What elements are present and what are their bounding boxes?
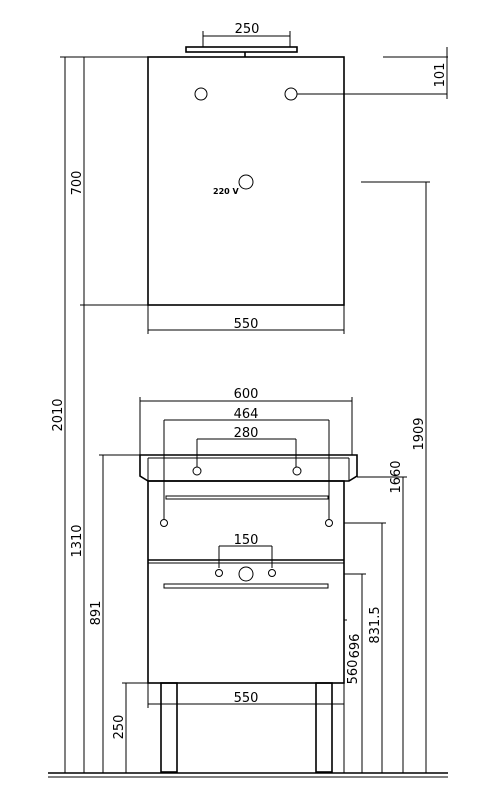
dim-hole-spacing-outer: 464	[163, 407, 330, 519]
dim-mirror-height: 700	[70, 57, 148, 306]
dim-leg-height-label: 250	[112, 715, 127, 740]
dim-mirror-top-hole-height: 1909	[361, 181, 430, 773]
dim-leg-height: 250	[112, 682, 148, 773]
mirror-hole-right	[284, 87, 298, 101]
leg-right	[315, 682, 333, 773]
lower-drawer-drain-hole	[238, 566, 254, 582]
leg-left	[160, 682, 178, 773]
dim-mirror-hole-height-label: 1660	[389, 460, 404, 493]
dim-drawer-mid-height-label: 560	[346, 660, 361, 685]
top-drawer-hole-left	[160, 519, 168, 527]
mirror-hole-left	[194, 87, 208, 101]
vanity-body	[147, 480, 345, 684]
dim-drawer-mid-height: 560	[343, 619, 361, 773]
top-drawer-hole-right	[325, 519, 333, 527]
dim-mirror-width: 550	[147, 305, 345, 334]
dim-lamp-width-label: 250	[235, 22, 260, 37]
basin-hole-left	[192, 466, 202, 476]
dim-mirror-bottom-height: 1310	[70, 305, 85, 773]
vanity-unit	[139, 454, 358, 773]
floor-line	[48, 772, 448, 778]
dim-overall-height-label: 2010	[51, 398, 66, 431]
lower-drawer-hole-left	[215, 569, 223, 577]
dim-lamp-offset: 101	[383, 47, 448, 99]
dim-handle-holes: 150	[218, 533, 273, 568]
mirror-cabinet: 220 V	[147, 46, 447, 306]
dim-top-surface-height-label: 891	[89, 601, 104, 626]
basin-hole-right	[292, 466, 302, 476]
dim-drawer-top-height: 696	[344, 573, 366, 773]
dim-vanity-total-width: 600	[139, 387, 353, 455]
dim-mirror-hole-height: 1660	[357, 460, 407, 773]
dim-vanity-body-width-label: 550	[234, 691, 259, 706]
socket-label: 220 V	[213, 187, 239, 196]
dim-overall-height: 2010	[51, 56, 148, 773]
dim-lamp-width: 250	[202, 22, 291, 47]
dim-hole-spacing-inner: 280	[196, 426, 297, 467]
dim-drain-height-label: 831.5	[368, 606, 383, 643]
lower-drawer-hole-right	[268, 569, 276, 577]
dim-mirror-bottom-height-label: 1310	[70, 524, 85, 557]
dim-top-surface-height: 891	[89, 454, 140, 773]
dim-hole-spacing-inner-label: 280	[234, 426, 259, 441]
dim-drawer-top-height-label: 696	[348, 634, 363, 659]
top-drawer-handle	[165, 495, 329, 500]
dim-drain-height: 831.5	[344, 522, 386, 773]
mirror-outline	[147, 56, 345, 306]
dim-hole-spacing-outer-label: 464	[234, 407, 259, 422]
lamp-bar	[185, 46, 298, 53]
dim-mirror-width-label: 550	[234, 317, 259, 332]
basin-top	[139, 454, 358, 482]
dim-lamp-offset-label: 101	[433, 63, 448, 88]
dim-handle-holes-label: 150	[234, 533, 259, 548]
lower-drawer-handle	[163, 583, 329, 589]
dim-vanity-total-width-label: 600	[234, 387, 259, 402]
dim-mirror-top-hole-height-label: 1909	[412, 417, 427, 450]
dim-mirror-height-label: 700	[70, 171, 85, 196]
socket-hole	[238, 174, 254, 190]
